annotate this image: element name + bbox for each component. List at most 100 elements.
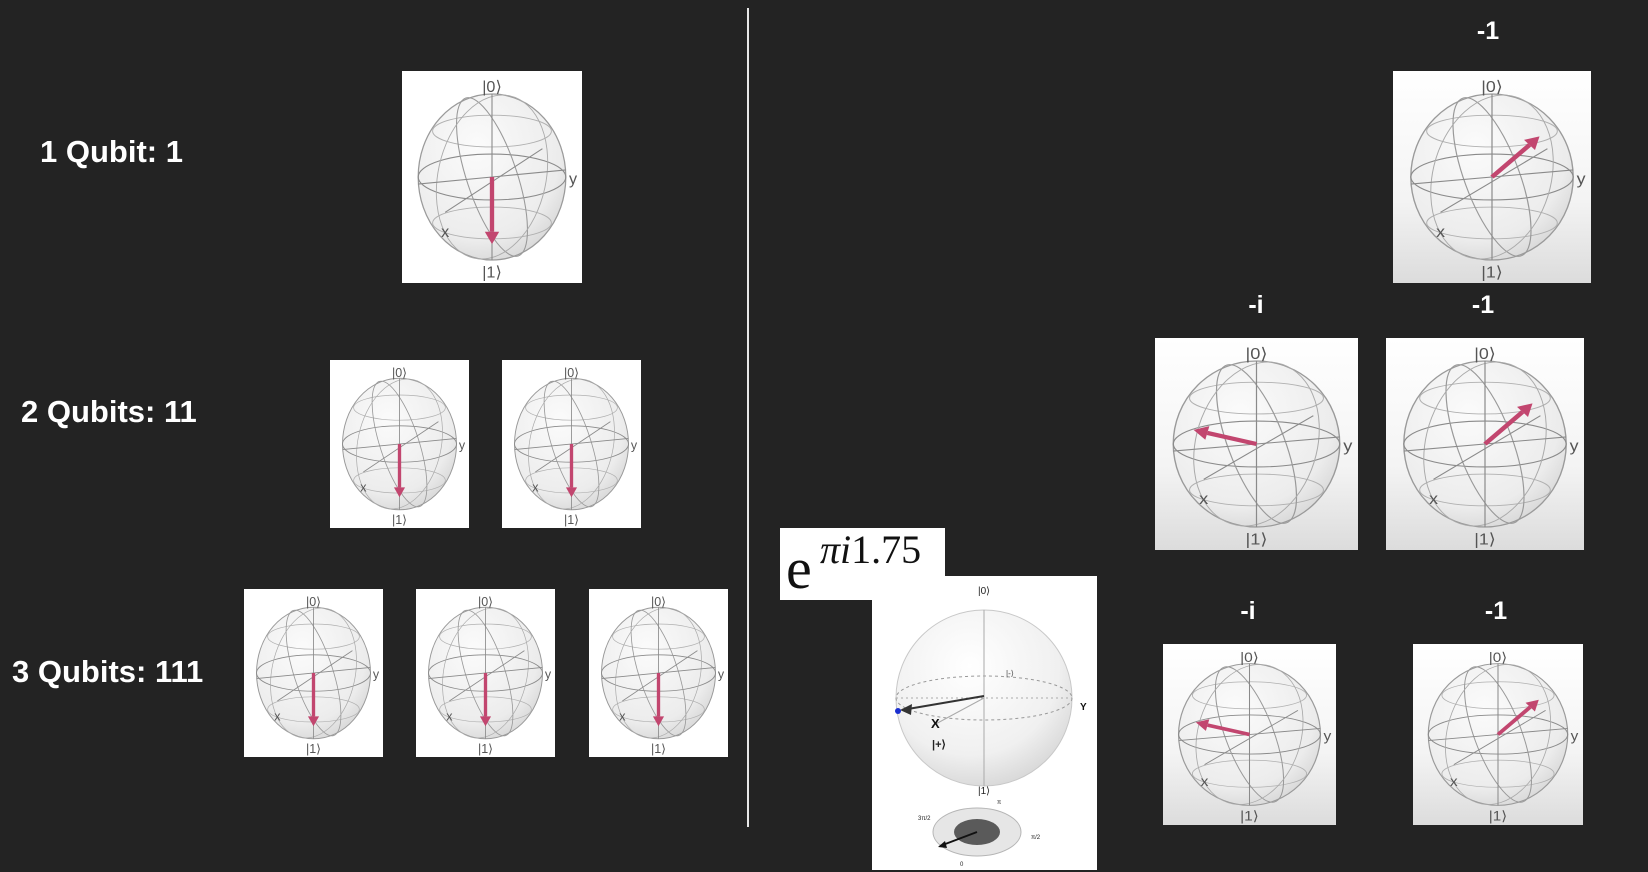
state-arrow-head [1524,136,1540,151]
formula-exponent-symbols: πi [820,527,852,572]
x-axis-label: x [446,710,453,724]
detail-phase-arrow [939,831,978,847]
sphere-x-axis [1433,415,1541,480]
sphere-meridian [615,607,702,739]
x-axis-label: x [360,481,367,495]
ket0-label: |0⟩ [306,595,321,609]
ket1-label: |1⟩ [1240,809,1259,824]
phase-label-top: -1 [1476,17,1500,45]
state-arrow-head [1195,719,1210,731]
bloch-sphere-svg: |0⟩ |1⟩ x y [1427,651,1579,824]
state-arrow-head [479,716,492,727]
sphere-meridian [1193,361,1320,527]
state-arrow [1207,723,1251,737]
detail-axis-x: X [931,716,940,731]
y-axis-label: y [1571,729,1579,744]
x-axis-label: x [619,710,626,724]
detail-bloch-svg: |0⟩ |1⟩ |-⟩ |+⟩ X Y π 3π/2 π/2 0 [895,586,1087,868]
y-axis-label: y [1570,437,1579,455]
sphere-x-axis [1203,415,1314,480]
detail-phase-disk-inner [954,819,1000,845]
detail-state-vector [901,695,985,711]
y-axis-label: y [1323,729,1332,744]
x-axis-label: x [274,710,281,724]
y-axis-label: y [631,439,638,453]
ket0-label: |0⟩ [482,78,502,96]
sphere-meridian [270,607,357,739]
ket0-label: |0⟩ [1489,651,1507,666]
y-axis-label: y [545,668,552,682]
sphere-meridian [1214,666,1285,803]
x-axis-label: x [532,481,539,495]
sphere-meridian [1452,97,1532,257]
ket0-label: |0⟩ [1245,345,1267,363]
bloch-sphere-svg: |0⟩|1⟩xy [417,78,577,282]
sphere-meridian [1195,664,1304,805]
state-arrow-head [1525,699,1539,712]
detail-tick-pi: π [997,800,1001,806]
ket1-label: |1⟩ [651,742,666,756]
formula-base: e [786,536,812,601]
ket0-label: |0⟩ [564,366,579,380]
sphere-meridian [442,607,529,739]
ket1-label: |1⟩ [1489,809,1507,824]
detail-tick-pi2: π/2 [1031,835,1041,841]
bloch-sphere-svg: |0⟩|1⟩xy [1410,78,1586,281]
sphere-meridian [1423,361,1547,527]
ket1-label: |1⟩ [564,513,579,527]
x-axis-label: x [1436,223,1445,241]
sphere-meridian [528,378,615,510]
sphere-meridian [1463,666,1533,803]
phase-label-middle-left: -i [1248,291,1264,319]
detail-tick-3pi2: 3π/2 [918,816,931,822]
ket1-label: |1⟩ [1245,531,1267,549]
sphere-meridian [1215,364,1298,524]
state-arrow [1490,143,1532,179]
state-arrow [1483,410,1525,446]
row-label-2-qubits: 2 Qubits: 11 [21,394,197,429]
bloch-sphere-card: |0⟩ |1⟩ x y [1413,644,1583,825]
detail-bloch-sphere: |0⟩ |1⟩ |-⟩ |+⟩ X Y π 3π/2 π/2 0 [872,576,1097,870]
x-axis-label: x [1201,775,1210,790]
sphere-meridian [1444,664,1552,805]
state-arrow-head [1193,426,1210,440]
x-axis-label: x [1199,490,1209,508]
detail-ket0: |0⟩ [978,586,990,597]
detail-state-point [895,708,901,714]
x-axis-label: x [1429,490,1438,508]
sphere-meridian [356,378,443,510]
formula-exponent-value: 1.75 [851,527,922,572]
bloch-sphere-svg: |0⟩|1⟩xy [428,595,552,756]
bloch-sphere-svg: |0⟩|1⟩xy [342,366,466,527]
sphere-x-axis [1440,148,1548,213]
ket1-label: |1⟩ [306,742,321,756]
sphere-meridian [285,609,342,737]
bloch-sphere-svg: |0⟩|1⟩xy [601,595,725,756]
sphere-meridian [455,97,529,257]
phase-label-bottom-left: -i [1240,597,1256,625]
ket1-label: |1⟩ [482,264,502,282]
ket1-label: |1⟩ [478,742,493,756]
detail-ket1: |1⟩ [978,786,990,797]
ket0-label: |0⟩ [651,595,666,609]
state-arrow-head [393,487,406,498]
ket1-label: |1⟩ [392,513,407,527]
panel-divider [747,8,749,827]
ket0-label: |0⟩ [1481,78,1502,96]
sphere-meridian [457,609,514,737]
bloch-sphere-svg: |0⟩|1⟩xy [256,595,380,756]
y-axis-label: y [459,439,466,453]
formula-exponent: πi1.75 [820,528,921,572]
bloch-sphere-svg: |0⟩|1⟩xy [1177,651,1332,824]
detail-ket-plus: |+⟩ [932,739,946,751]
detail-axis-y: Y [1080,702,1087,713]
x-axis-label: x [1450,775,1458,790]
